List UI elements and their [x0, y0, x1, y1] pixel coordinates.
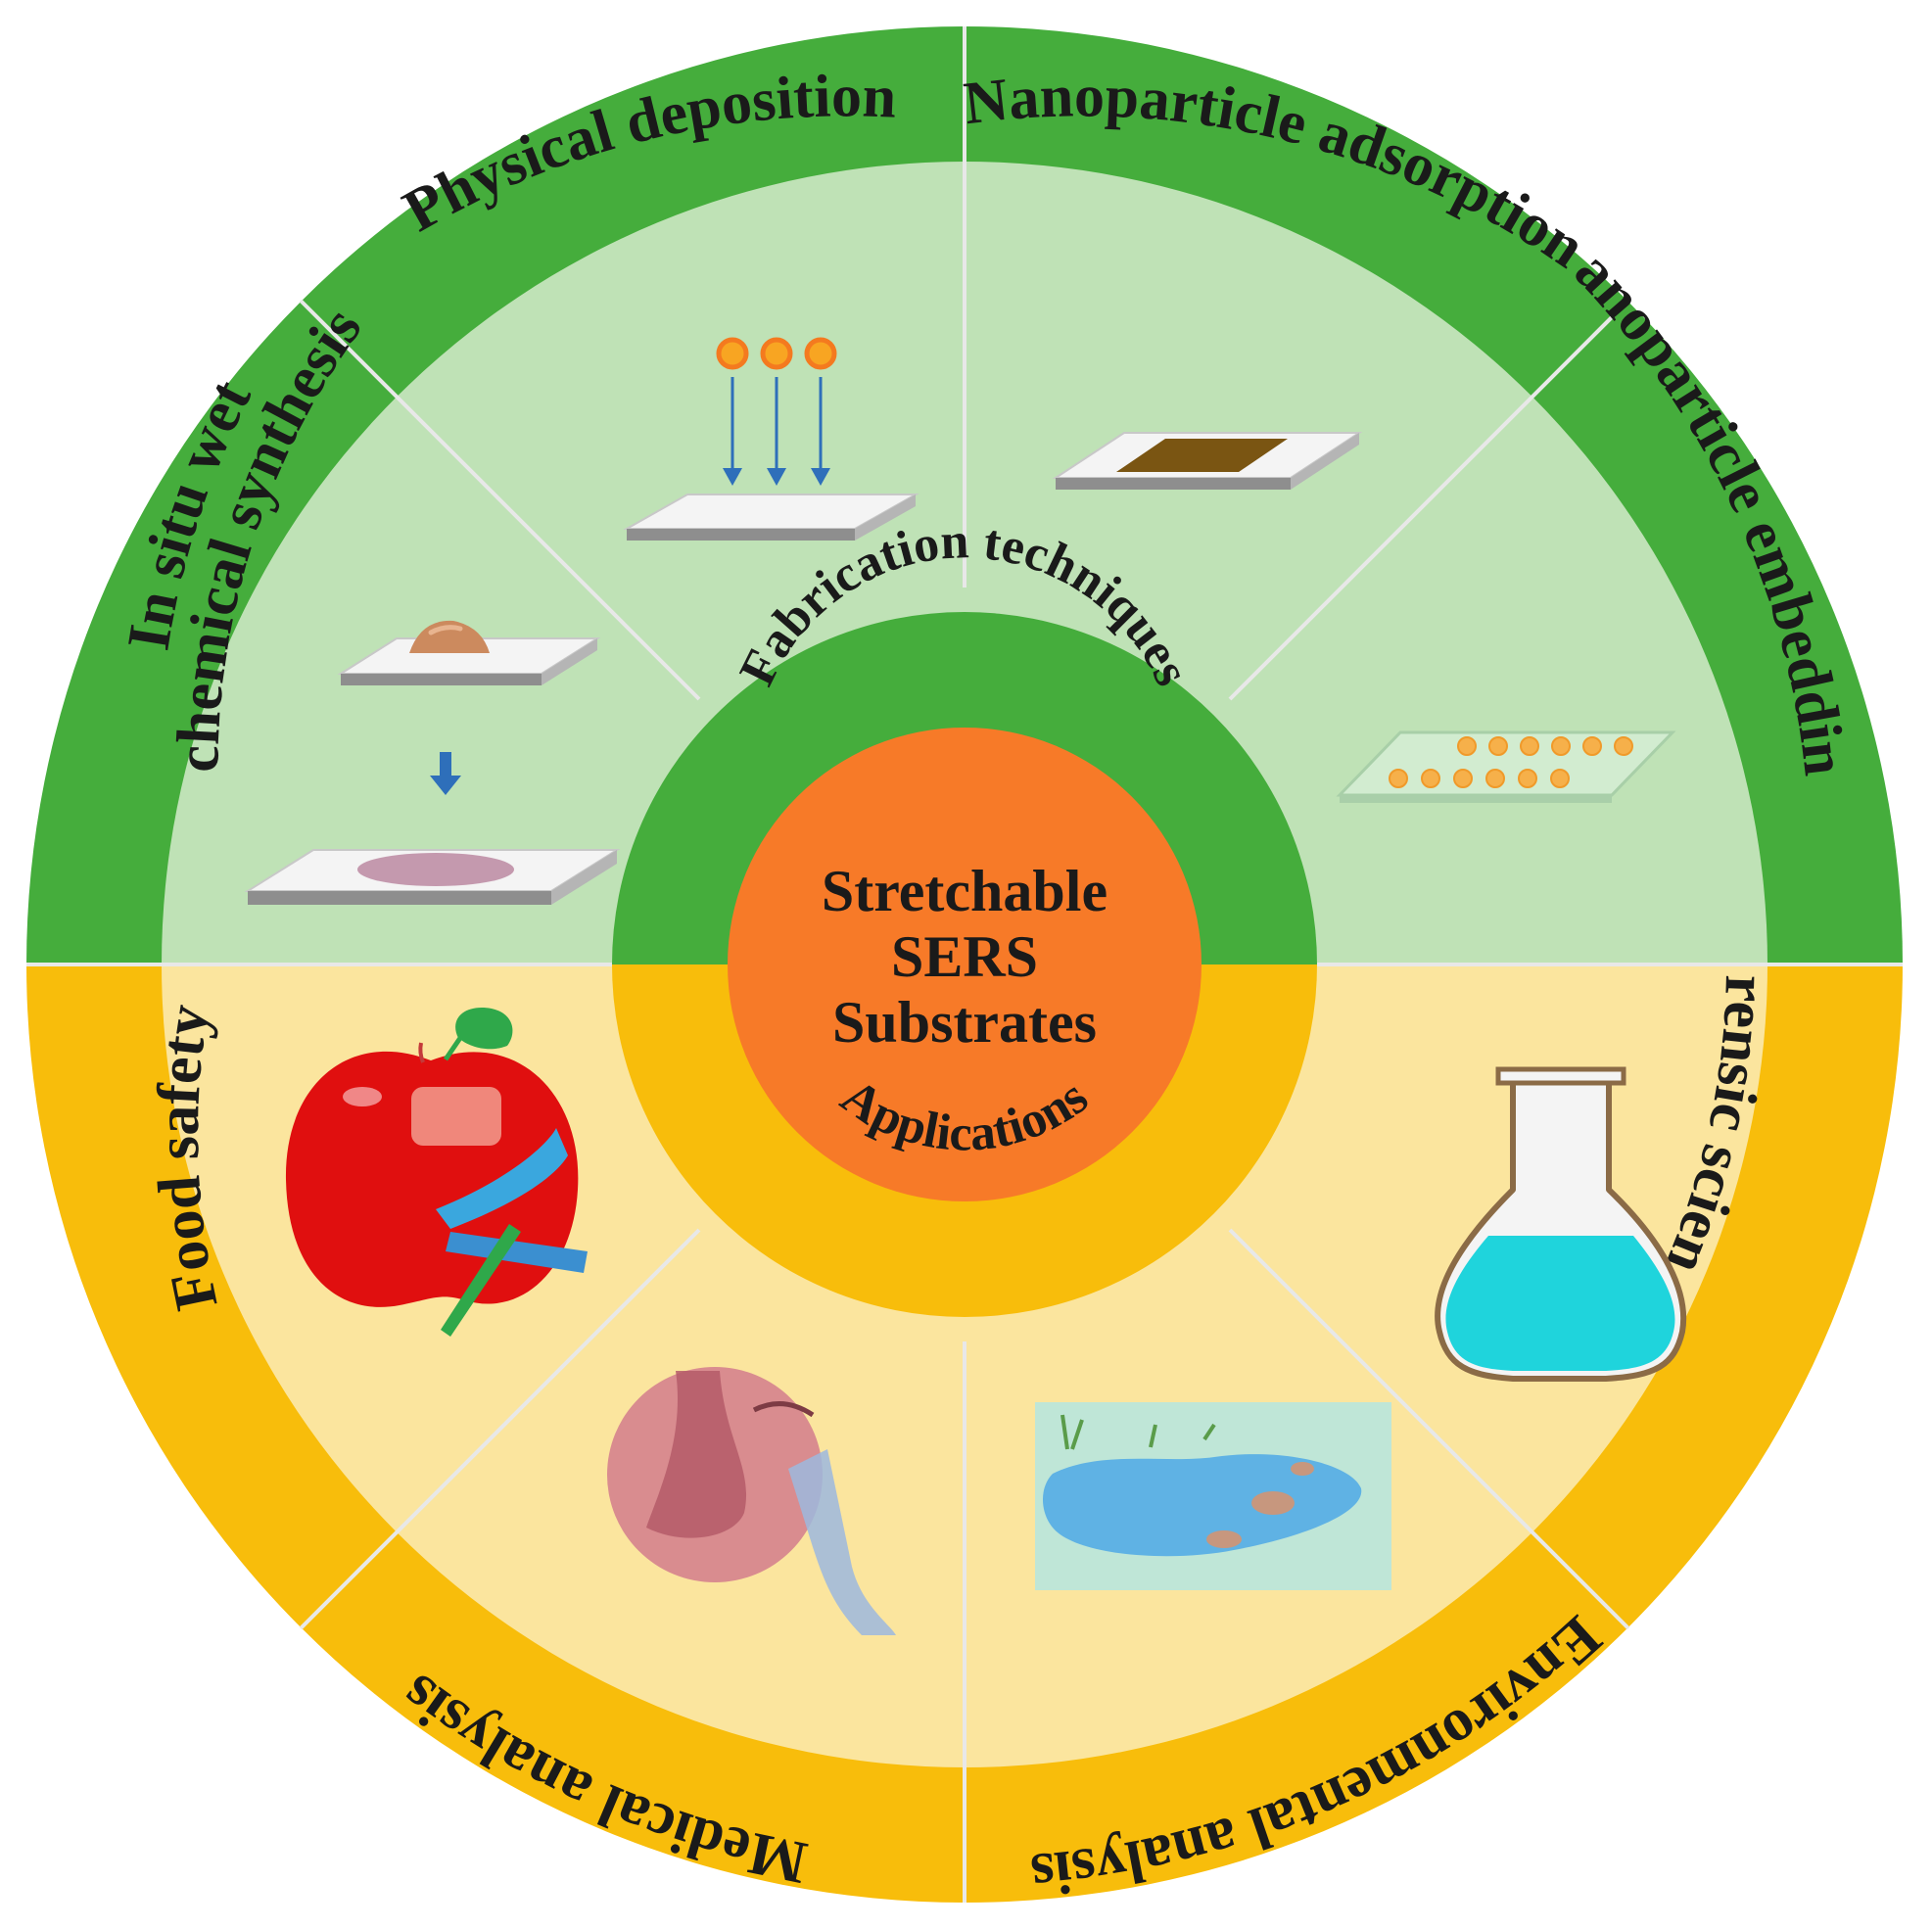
adsorption-slide-icon	[1052, 432, 1363, 490]
divider-lower-right	[1228, 1228, 1630, 1630]
nose-icon	[646, 1371, 747, 1538]
sensor-patch-icon	[788, 1449, 896, 1635]
divider-upper-left	[299, 299, 701, 701]
grass-icon	[1060, 1414, 1216, 1450]
center-title-line-2: SERS	[891, 924, 1038, 989]
center-title-line-1: Stretchable	[822, 859, 1107, 923]
down-arrow-icon	[430, 752, 461, 795]
particles-icon	[716, 337, 837, 370]
environmental-analysis-illustration	[1035, 1402, 1391, 1590]
embedded-particles-icon	[1389, 736, 1633, 788]
sensor-tape-icon	[436, 1128, 588, 1337]
inner-ring	[612, 612, 1317, 1317]
flask-icon	[1435, 1066, 1687, 1382]
deposition-slide-icon	[623, 494, 919, 541]
nanoparticle-adsorption-illustration	[1052, 432, 1363, 490]
forensic-science-illustration	[1435, 1066, 1687, 1382]
eye-icon	[752, 1401, 815, 1418]
deposition-arrows-icon	[723, 377, 830, 486]
apple-highlight	[411, 1087, 501, 1146]
in-situ-synthesis-illustration	[244, 620, 621, 905]
center-disc	[728, 728, 1202, 1201]
medical-analysis-illustration	[607, 1367, 896, 1635]
nanoparticle-embedding-illustration	[1336, 730, 1676, 803]
divider-upper-right	[1228, 299, 1630, 701]
center-title: Stretchable SERS Substrates	[822, 859, 1107, 1055]
physical-deposition-illustration	[623, 337, 919, 541]
water-icon	[1042, 1454, 1362, 1557]
food-safety-illustration	[285, 1008, 588, 1337]
divider-lower-left	[299, 1228, 701, 1630]
slide-with-droplet-icon	[337, 620, 601, 685]
center-title-line-3: Substrates	[832, 990, 1097, 1055]
slide-with-stain-icon	[244, 849, 621, 905]
